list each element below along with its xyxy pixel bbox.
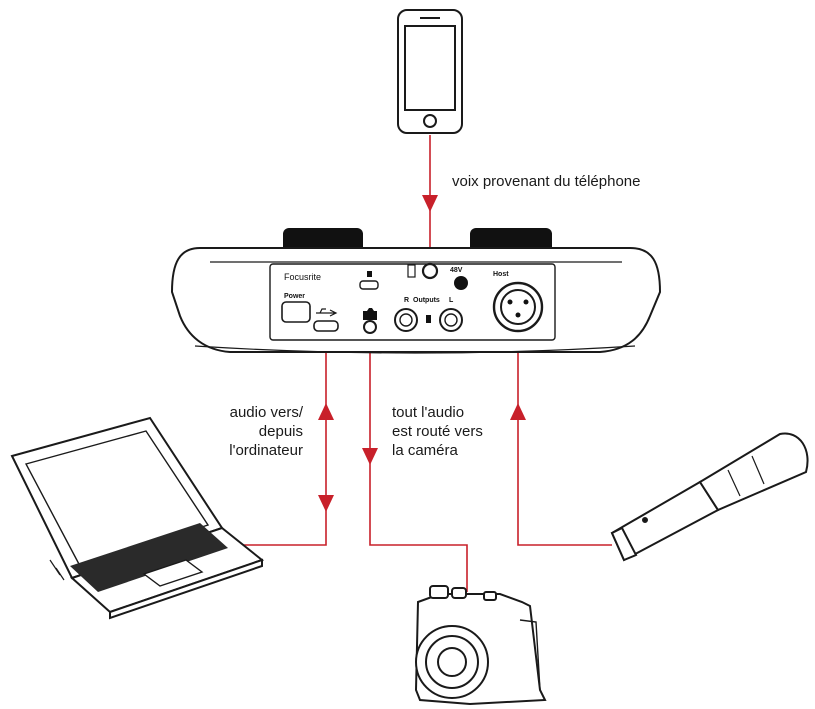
- power-label: Power: [284, 293, 305, 300]
- phantom-label: 48V: [450, 267, 463, 274]
- cables: [215, 135, 612, 592]
- camera-audio-label-line-3: la caméra: [392, 442, 458, 459]
- camera-audio-label-line-1: tout l'audio: [392, 404, 465, 421]
- brand-logo: Focusrite: [284, 272, 321, 282]
- usb-port[interactable]: [313, 320, 339, 332]
- computer-audio-label-line-3: l'ordinateur: [229, 442, 303, 459]
- output-l-jack[interactable]: [439, 308, 463, 332]
- phone-arrow-down: [422, 195, 438, 212]
- outputs-label: Outputs: [413, 297, 440, 304]
- arrows: [318, 195, 526, 512]
- output-r-label: R: [404, 297, 409, 304]
- phone-illustration: [397, 9, 463, 134]
- microphone-illustration: [610, 432, 809, 562]
- camera-cable: [369, 320, 468, 592]
- camera-jack[interactable]: [363, 320, 377, 334]
- power-button[interactable]: [281, 301, 311, 323]
- phone-icon: [407, 264, 416, 278]
- input-label: Host: [493, 271, 509, 278]
- output-r-jack[interactable]: [394, 308, 418, 332]
- phone-jack[interactable]: [421, 262, 439, 280]
- camera-illustration: [414, 585, 547, 706]
- computer-audio-label-line-2: depuis: [258, 423, 303, 440]
- back-panel: [269, 263, 556, 341]
- output-l-label: L: [449, 297, 454, 304]
- laptop-illustration: [10, 416, 265, 620]
- camera-arrow-down: [362, 448, 378, 465]
- phone-audio-label: voix provenant du téléphone: [452, 173, 641, 190]
- microphone-cable: [517, 328, 612, 546]
- camera-icon: [363, 308, 377, 320]
- computer-arrow-up: [318, 403, 334, 420]
- usb-icon: [316, 308, 338, 317]
- phantom-led: [454, 276, 468, 290]
- camera-audio-label-line-2: est routé vers: [392, 423, 483, 440]
- lock-icon: [367, 271, 372, 277]
- security-slot: [359, 280, 379, 290]
- speaker-icon: [426, 315, 431, 323]
- microphone-arrow-up: [510, 403, 526, 420]
- audio-interface: Focusrite Power 48V R Outputs L Host: [170, 228, 662, 354]
- computer-audio-label-line-1: audio vers/: [229, 404, 303, 421]
- computer-arrow-down: [318, 495, 334, 512]
